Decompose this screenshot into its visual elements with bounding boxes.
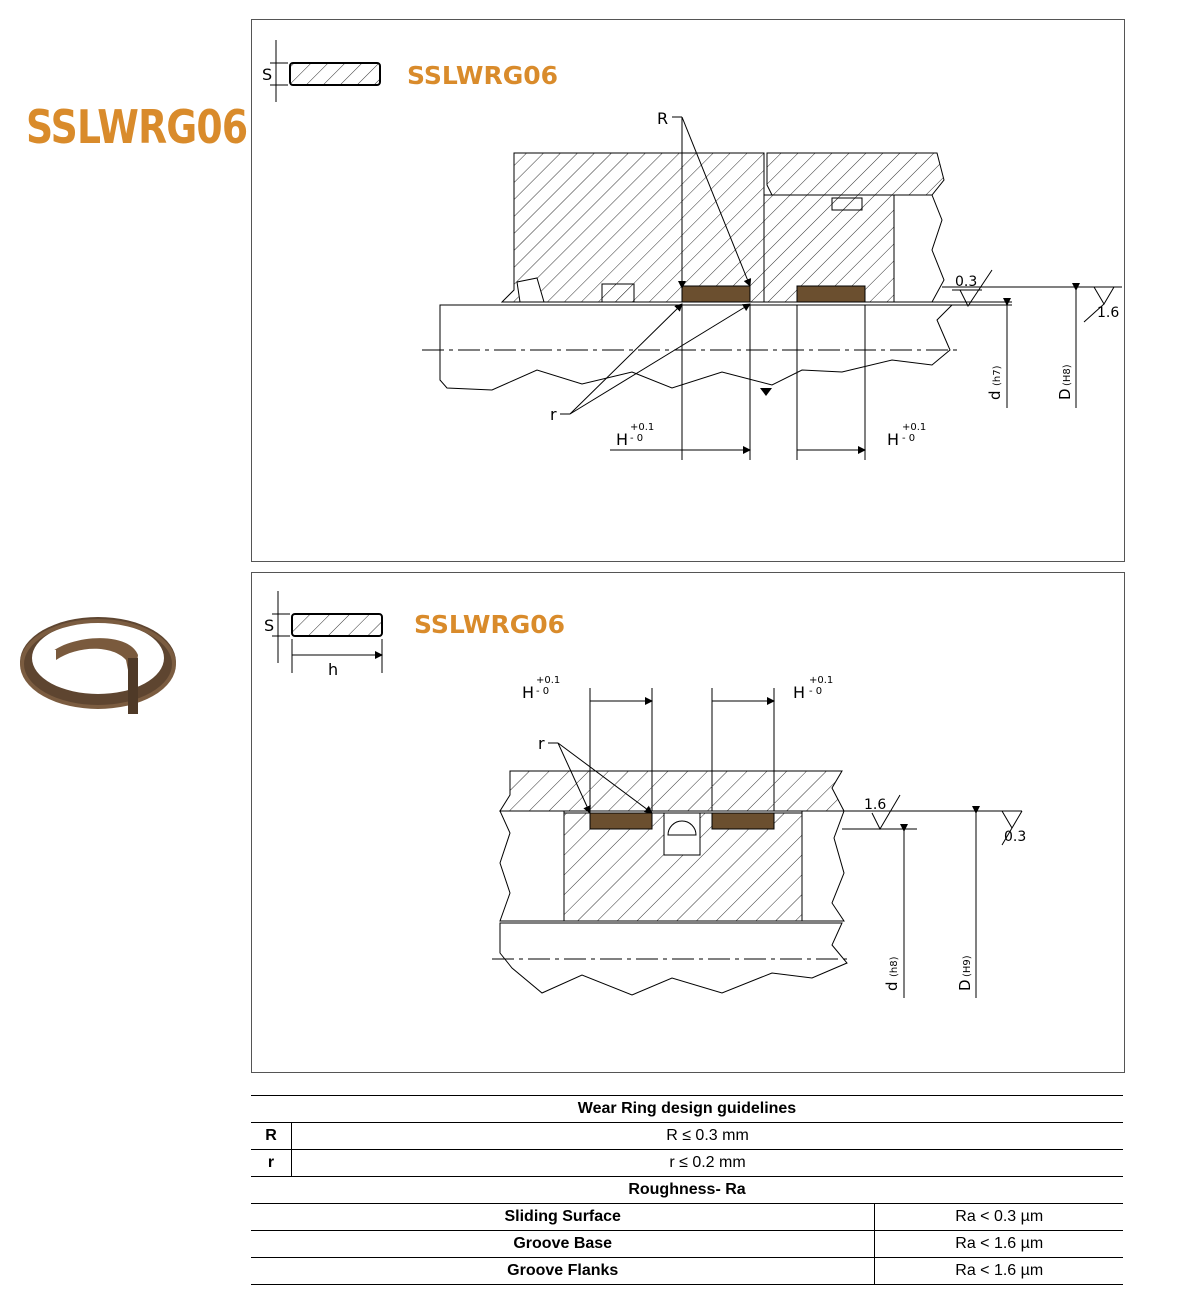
symbol-cell: R [251, 1122, 292, 1150]
roughness-left-value: 0.3 [955, 274, 977, 290]
roughness-symbol-right [1001, 810, 1023, 846]
value-cell: Ra < 0.3 µm [874, 1203, 1123, 1231]
R-label: R [657, 109, 668, 128]
d-label: d [883, 981, 901, 991]
H1-label: H [616, 430, 628, 449]
D-fit: (H8) [1062, 364, 1073, 386]
roughness-right-value: 0.3 [1004, 829, 1026, 845]
roughness-symbol-right [1083, 286, 1115, 323]
wear-ring-2 [796, 285, 866, 303]
value-cell: R ≤ 0.3 mm [291, 1122, 1123, 1150]
d-fit: (h8) [889, 956, 900, 977]
H1-tol-lower: - 0 [536, 686, 549, 697]
value-cell: r ≤ 0.2 mm [291, 1149, 1123, 1177]
cylinder-wall [893, 194, 945, 303]
surface-cell: Groove Flanks [251, 1257, 876, 1285]
table-row: Groove Flanks Ra < 1.6 µm [251, 1257, 1123, 1285]
piston-section-symbol: S [262, 40, 381, 102]
piston-rod [439, 304, 954, 391]
rod-diagram-title: SSLWRG06 [414, 610, 565, 639]
surface-cell: Groove Base [251, 1230, 876, 1258]
H2-label: H [793, 683, 805, 702]
H1-tol-lower: - 0 [630, 433, 643, 444]
table-row: Sliding Surface Ra < 0.3 µm [251, 1203, 1123, 1231]
symbol-cell: r [251, 1149, 292, 1177]
H2-tol-upper: +0.1 [809, 675, 833, 686]
r-label: r [550, 405, 557, 424]
H1-tol-upper: +0.1 [630, 422, 654, 433]
value-cell: Ra < 1.6 µm [874, 1230, 1123, 1258]
piston-diagram-title: SSLWRG06 [407, 61, 558, 90]
rod-wear-ring-1 [589, 812, 653, 830]
value-cell: Ra < 1.6 µm [874, 1257, 1123, 1285]
rod-wear-ring-2 [711, 812, 775, 830]
D-label: D [956, 979, 974, 991]
d-fit: (h7) [992, 365, 1003, 386]
H2-tol-upper: +0.1 [902, 422, 926, 433]
roughness-title: Roughness- Ra [251, 1176, 1123, 1204]
roughness-symbol-left [959, 269, 993, 307]
r-label: r [538, 734, 545, 753]
table-row: R R ≤ 0.3 mm [251, 1122, 1123, 1150]
H1-tol-upper: +0.1 [536, 675, 560, 686]
H2-tol-lower: - 0 [809, 686, 822, 697]
table-row: r r ≤ 0.2 mm [251, 1149, 1123, 1177]
brand-logo-text: SSLWRG06 [26, 100, 248, 154]
H2-tol-lower: - 0 [902, 433, 915, 444]
roughness-left-value: 1.6 [864, 797, 886, 813]
wear-ring-design-guidelines-table: Wear Ring design guidelines R R ≤ 0.3 mm… [251, 1095, 1123, 1285]
D-label: D [1056, 388, 1074, 400]
piston-wear-ring-drawing: S SSLWRG06 R r [251, 19, 1125, 562]
section-s-label: S [262, 65, 272, 84]
d-label: d [986, 390, 1004, 400]
guidelines-title: Wear Ring design guidelines [251, 1095, 1123, 1123]
cylinder-head [766, 152, 945, 196]
H2-label: H [887, 430, 899, 449]
wear-ring-product-image [20, 617, 176, 714]
rod-section-symbol: S h [264, 591, 383, 679]
rod-housing [499, 770, 845, 812]
roughness-right-value: 1.6 [1097, 305, 1119, 321]
piston-housing [500, 152, 765, 303]
surface-cell: Sliding Surface [251, 1203, 876, 1231]
section-s-label: S [264, 616, 274, 635]
rod-wear-ring-drawing: S h SSLWRG06 +0.1 - 0 H +0.1 - 0 H [251, 572, 1125, 1073]
wear-ring-1 [681, 285, 751, 303]
table-row: Groove Base Ra < 1.6 µm [251, 1230, 1123, 1258]
D-fit: (H9) [962, 955, 973, 977]
H1-label: H [522, 683, 534, 702]
width-h-label: h [328, 660, 338, 679]
